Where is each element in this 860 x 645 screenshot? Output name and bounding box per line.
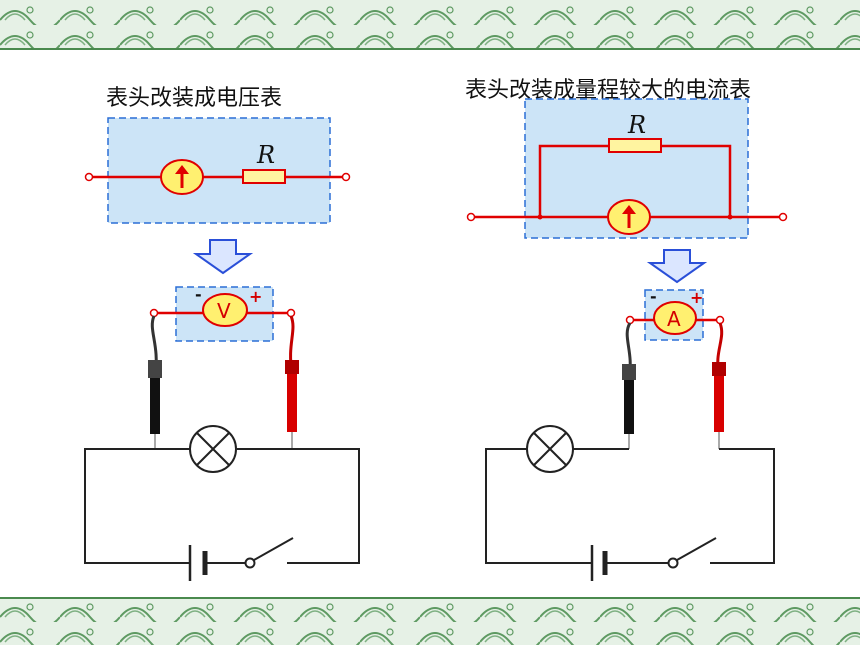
black-probe xyxy=(148,315,162,449)
left-circuit xyxy=(84,448,360,564)
switch-icon xyxy=(667,537,717,569)
red-probe xyxy=(285,315,299,449)
ammeter-terminal-plus xyxy=(715,315,725,325)
bottom-decorative-border xyxy=(0,597,860,645)
series-resistor xyxy=(242,169,286,184)
galvanometer-icon xyxy=(607,199,651,235)
battery-icon xyxy=(590,545,608,581)
shunt-resistor xyxy=(608,138,662,153)
red-probe xyxy=(712,322,726,449)
right-ammeter-conversion: R A - + xyxy=(466,98,788,581)
left-conversion-box xyxy=(107,117,331,224)
junction-left xyxy=(537,214,543,220)
voltmeter-icon xyxy=(202,293,248,327)
voltmeter-terminal-minus xyxy=(149,308,159,318)
junction-right xyxy=(727,214,733,220)
ammeter-minus-sign: - xyxy=(650,287,657,306)
voltmeter-minus-sign: - xyxy=(195,285,202,304)
resistor-label: R xyxy=(256,141,275,169)
voltmeter-label: V xyxy=(217,299,231,323)
right-circuit xyxy=(485,448,775,564)
left-panel-title: 表头改装成电压表 xyxy=(106,86,283,111)
galvanometer-icon xyxy=(160,159,204,195)
voltmeter-terminal-plus xyxy=(286,308,296,318)
left-terminal-b xyxy=(341,172,351,182)
down-arrow-icon xyxy=(646,249,708,284)
voltmeter-plus-sign: + xyxy=(249,287,262,306)
ammeter-terminal-minus xyxy=(625,315,635,325)
lamp-icon xyxy=(189,425,237,473)
battery-icon xyxy=(188,545,208,581)
left-terminal-a xyxy=(84,172,94,182)
lamp-icon xyxy=(526,425,574,473)
ammeter-plus-sign: + xyxy=(690,288,703,307)
switch-icon xyxy=(244,537,294,569)
right-terminal-b xyxy=(778,212,788,222)
down-arrow-icon xyxy=(192,239,254,275)
top-decorative-border xyxy=(0,0,860,50)
ammeter-label: A xyxy=(667,307,681,331)
ammeter-icon xyxy=(653,301,697,335)
black-probe xyxy=(622,322,636,449)
shunt-resistor-label: R xyxy=(627,111,646,139)
right-terminal-a xyxy=(466,212,476,222)
left-voltmeter-conversion: R V - + xyxy=(84,117,360,581)
